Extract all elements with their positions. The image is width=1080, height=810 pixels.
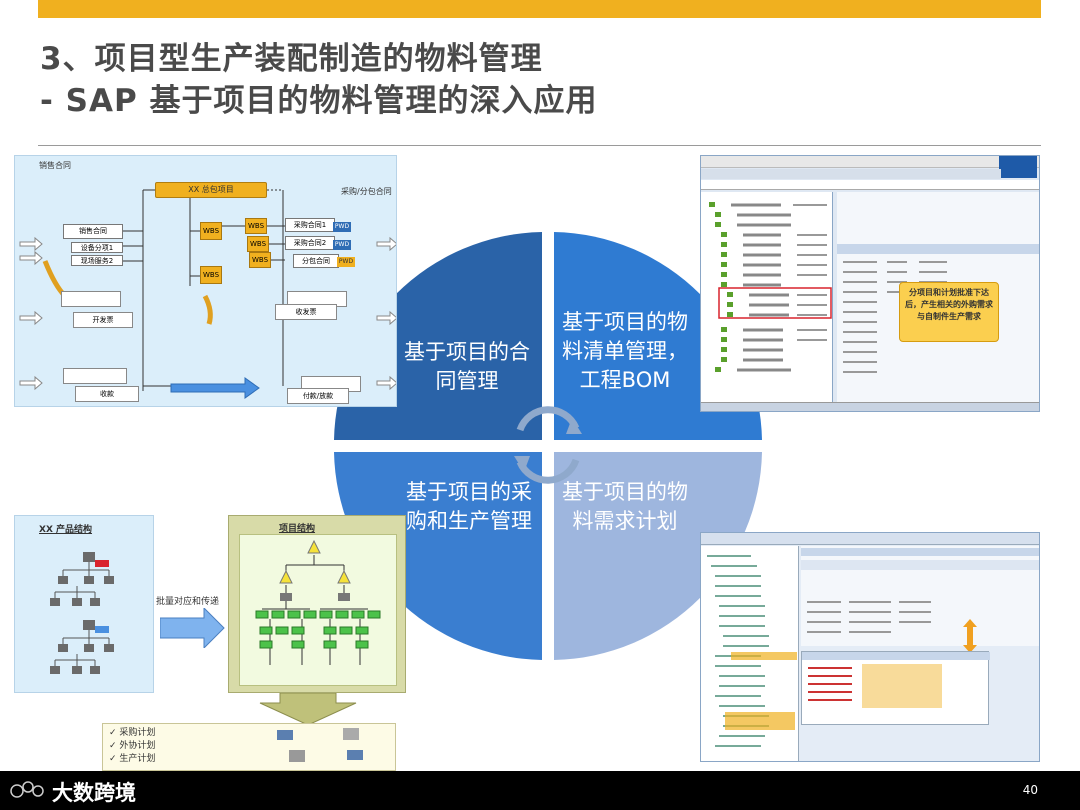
plan-item-production: ✓ 生产计划 <box>109 753 155 766</box>
sap-menu-bar <box>701 156 1040 168</box>
quadrant-label-procurement: 基于项目的采购和生产管理 <box>404 478 534 536</box>
mrp-detail-table <box>801 546 1039 646</box>
project-structure-panel: 项目结构 <box>228 515 406 693</box>
mapping-label: 批量对应和传递 <box>156 594 219 607</box>
product-structure-panel: XX 产品结构 <box>14 515 154 693</box>
wbs-node-5: WBS <box>200 266 222 284</box>
project-tree-icons <box>240 535 398 687</box>
title-line-1: 3、项目型生产装配制造的物料管理 <box>40 38 598 80</box>
mrp-title-bar <box>701 533 1040 545</box>
subcontract-doc: 分包合同 <box>293 254 339 268</box>
contract-diagram-panel: 销售合同 采购/分包合同 XX 总包项目 销售合同 设备分项1 现场服务2 WB… <box>14 155 397 407</box>
wbs-node-2: WBS <box>245 218 267 234</box>
wbs-node-3: WBS <box>247 236 269 252</box>
sub-item-2: 现场服务2 <box>71 255 123 266</box>
product-tree-icons <box>15 540 155 690</box>
quadrant-label-contract: 基于项目的合同管理 <box>404 338 530 396</box>
invoice-stack-back <box>61 291 121 307</box>
plan-item-outsource: ✓ 外协计划 <box>109 740 155 753</box>
brand-logo-icon <box>8 777 46 803</box>
sap-logo <box>999 156 1037 178</box>
sap-toolbar <box>701 169 1001 179</box>
sap-callout-note: 分项目和计划批准下达后，产生相关的外购需求与自制件生产需求 <box>899 282 999 342</box>
pwd-badge-1: PWD <box>333 222 351 232</box>
mrp-detail-pane <box>801 546 1039 646</box>
mrp-tree-pane <box>701 546 799 762</box>
receipt-doc: 收款 <box>75 386 139 402</box>
project-tree-canvas <box>239 534 397 686</box>
footer-bar: 大数跨境 40 <box>0 771 1080 810</box>
down-arrow <box>258 693 358 725</box>
sap-taskbar <box>701 402 1040 412</box>
receipt-stack-back <box>63 368 127 384</box>
mrp-popup-table <box>802 652 990 726</box>
project-structure-header: 项目结构 <box>279 521 315 534</box>
title-line-2: - SAP 基于项目的物料管理的深入应用 <box>40 80 598 122</box>
mrp-popup-pane <box>801 651 989 725</box>
mrp-double-arrow <box>963 619 977 653</box>
wbs-node-4: WBS <box>249 252 271 268</box>
mapping-arrow <box>160 608 226 648</box>
top-accent-bar <box>38 0 1041 18</box>
invoice-in-doc: 收发票 <box>275 304 337 320</box>
sub-item-1: 设备分项1 <box>71 242 123 253</box>
quadrant-label-bom: 基于项目的物料清单管理，工程BOM <box>560 308 690 395</box>
sales-contract-doc: 销售合同 <box>63 224 123 239</box>
payment-doc: 付款/放款 <box>287 388 349 404</box>
sap-tree-pane <box>701 192 833 402</box>
sap-title-strip <box>701 180 1040 190</box>
mrp-tree-lines <box>701 546 799 762</box>
purchase-contract-2: 采购合同2 <box>285 236 335 250</box>
slide-title: 3、项目型生产装配制造的物料管理 - SAP 基于项目的物料管理的深入应用 <box>40 38 598 122</box>
quadrant-label-mrp: 基于项目的物料需求计划 <box>560 478 690 536</box>
purchase-contract-1: 采购合同1 <box>285 218 335 232</box>
sap-tree-lines <box>701 192 833 402</box>
sap-bom-screenshot: 分项目和计划批准下达后，产生相关的外购需求与自制件生产需求 <box>700 155 1040 412</box>
pwd-badge-3: PWD <box>337 257 355 267</box>
wbs-node-1: WBS <box>200 222 222 240</box>
brand-name: 大数跨境 <box>52 777 136 807</box>
sap-mrp-screenshot <box>700 532 1040 762</box>
plan-item-purchase: ✓ 采购计划 <box>109 727 155 740</box>
plan-icons <box>263 728 383 768</box>
invoice-out-doc: 开发票 <box>73 312 133 328</box>
page-number: 40 <box>1023 783 1038 797</box>
plans-box: ✓ 采购计划 ✓ 外协计划 ✓ 生产计划 <box>102 723 396 771</box>
product-structure-header: XX 产品结构 <box>39 522 92 535</box>
title-divider <box>38 145 1041 146</box>
plans-list: ✓ 采购计划 ✓ 外协计划 ✓ 生产计划 <box>109 727 155 766</box>
pwd-badge-2: PWD <box>333 240 351 250</box>
